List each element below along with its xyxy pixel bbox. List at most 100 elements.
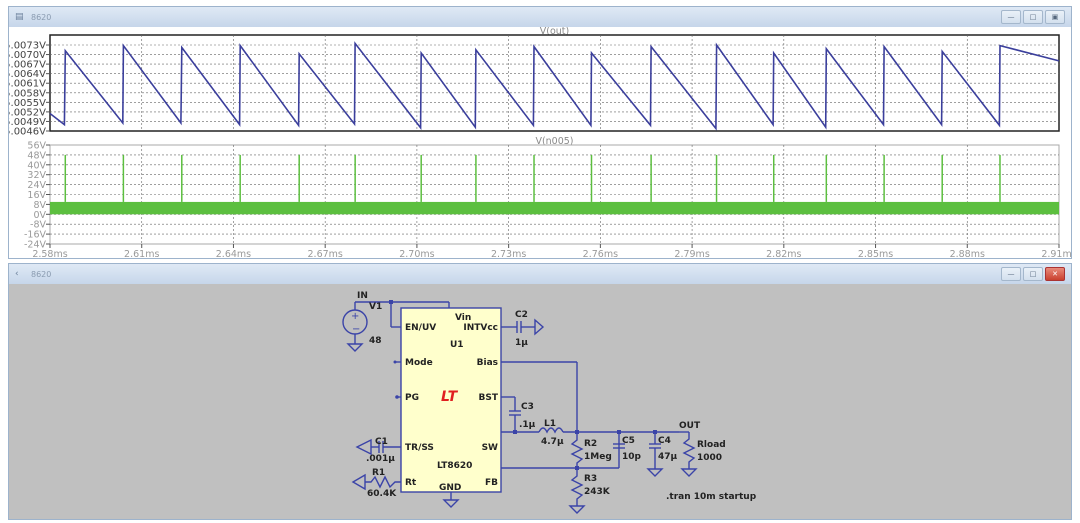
y-tick-label: 5.0064V [9, 69, 46, 80]
v1-value: 48 [369, 336, 382, 346]
trace-vn005[interactable] [50, 154, 1059, 215]
pin-bst: BST [479, 393, 499, 403]
capacitor-c5[interactable] [613, 443, 625, 449]
capacitor-c2[interactable] [516, 318, 545, 336]
c3-name: C3 [521, 402, 534, 412]
ic-lt8620[interactable] [400, 307, 502, 493]
resistor-rload[interactable] [679, 431, 698, 477]
minimize-button[interactable]: — [1001, 10, 1021, 24]
inductor-l1[interactable] [538, 427, 564, 434]
pin-sw: SW [482, 443, 498, 453]
waveform-app-icon: ▤ [15, 12, 24, 22]
x-tick-label: 2.79ms [674, 249, 709, 258]
v1-name: V1 [369, 302, 382, 312]
spice-directive[interactable]: .tran 10m startup [666, 492, 757, 502]
r3-value: 243K [584, 487, 611, 497]
y-tick-label: 5.0052V [9, 107, 46, 118]
y-tick-label: 16V [27, 190, 46, 201]
x-tick-label: 2.67ms [308, 249, 343, 258]
plot-vn005[interactable]: V(n005) 56V48V40V32V24V16V8V0V-8V-16V-24… [24, 136, 1077, 260]
grid-vout [50, 35, 1059, 131]
x-tick-label: 2.82ms [766, 249, 801, 258]
x-tick-label: 2.76ms [583, 249, 618, 258]
resistor-r3[interactable] [568, 468, 586, 514]
resistor-r2[interactable] [570, 432, 584, 468]
minimize-button[interactable]: — [1001, 267, 1021, 281]
restore-button[interactable]: □ [1023, 267, 1043, 281]
r3-name: R3 [584, 474, 597, 484]
waveform-plots[interactable]: V(out) 5.0073V5.0070V5.0067V5.0064V5.006… [4, 26, 1077, 260]
y-tick-label: 8V [33, 200, 46, 211]
schematic-window: ‹ 8620 — □ ✕ [8, 263, 1072, 520]
waveform-window-title: 8620 [31, 12, 52, 22]
y-tick-label: 32V [27, 170, 46, 181]
rload-name: Rload [697, 440, 726, 450]
c2-value: 1µ [515, 338, 528, 348]
schematic-canvas[interactable]: + − LT IN V1 48 Vin EN/UV INTVcc U1 Mode… [9, 284, 1071, 519]
c5-value: 10p [622, 452, 642, 462]
minus-sign: − [352, 324, 360, 335]
c4-value: 47µ [658, 452, 678, 462]
c4-name: C4 [658, 436, 671, 446]
x-tick-label: 2.58ms [32, 249, 67, 258]
restore-button[interactable]: □ [1023, 10, 1043, 24]
rload-value: 1000 [697, 453, 722, 463]
capacitor-c1[interactable] [355, 438, 401, 456]
y-tick-label: -24V [24, 240, 47, 251]
pin-fb: FB [485, 478, 498, 488]
schematic-titlebar[interactable]: ‹ 8620 — □ ✕ [9, 264, 1071, 284]
y-tick-label: 5.0049V [9, 117, 46, 128]
y-tick-label: 40V [27, 160, 46, 171]
maximize-button[interactable]: ▣ [1045, 10, 1065, 24]
c2-name: C2 [515, 310, 528, 320]
r2-name: R2 [584, 439, 597, 449]
pin-trss: TR/SS [405, 443, 434, 453]
y-tick-label: -8V [30, 220, 46, 231]
c1-name: C1 [375, 437, 388, 447]
x-tick-label: 2.70ms [399, 249, 434, 258]
y-tick-label: -16V [24, 230, 47, 241]
close-button[interactable]: ✕ [1045, 267, 1065, 281]
capacitor-c3[interactable] [509, 397, 521, 432]
plot-vout[interactable]: V(out) 5.0073V5.0070V5.0067V5.0064V5.006… [4, 26, 1060, 138]
pin-bias: Bias [477, 358, 498, 368]
l1-value: 4.7µ [541, 437, 564, 447]
u1-part: LT8620 [437, 461, 472, 471]
waveform-viewer[interactable]: V(out) 5.0073V5.0070V5.0067V5.0064V5.006… [4, 26, 1077, 260]
y-tick-label: 5.0070V [9, 50, 46, 61]
net-label-out: OUT [679, 421, 701, 431]
pin-vin: Vin [455, 313, 471, 323]
c5-name: C5 [622, 436, 635, 446]
voltage-source-v1[interactable] [342, 302, 368, 352]
waveform-window: ▤ 8620 — □ ▣ V(out) 5.0073V5.0070V5.0067… [4, 6, 1077, 260]
net-label-in: IN [357, 291, 368, 301]
y-tick-label: 56V [27, 141, 46, 152]
pin-pg: PG [405, 393, 419, 403]
x-tick-label: 2.85ms [858, 249, 893, 258]
pin-rt: Rt [405, 478, 417, 488]
c1-value: .001µ [366, 454, 395, 464]
schematic-drawing[interactable]: + − LT IN V1 48 Vin EN/UV INTVcc U1 Mode… [9, 284, 1071, 519]
x-tick-label: 2.73ms [491, 249, 526, 258]
pin-enuv: EN/UV [405, 323, 436, 333]
resistor-r1[interactable] [351, 473, 401, 491]
y-tick-label: 48V [27, 150, 46, 161]
r1-value: 60.4K [367, 489, 397, 499]
y-tick-label: 5.0058V [9, 88, 46, 99]
l1-name: L1 [544, 419, 556, 429]
y-tick-label: 24V [27, 180, 46, 191]
schematic-window-title: 8620 [31, 269, 52, 279]
waveform-titlebar[interactable]: ▤ 8620 — □ ▣ [9, 7, 1071, 27]
r1-name: R1 [372, 468, 385, 478]
r2-value: 1Meg [584, 452, 612, 462]
y-tick-label: 5.0073V [9, 41, 46, 52]
plus-sign: + [351, 311, 359, 322]
trace-vout[interactable] [49, 41, 1060, 131]
y-tick-label: 0V [33, 210, 46, 221]
pin-mode: Mode [405, 358, 433, 368]
switching-band [50, 201, 1059, 215]
schematic-app-icon: ‹ [15, 269, 19, 279]
x-tick-label: 2.64ms [216, 249, 251, 258]
plot-title-vout: V(out) [540, 27, 569, 37]
